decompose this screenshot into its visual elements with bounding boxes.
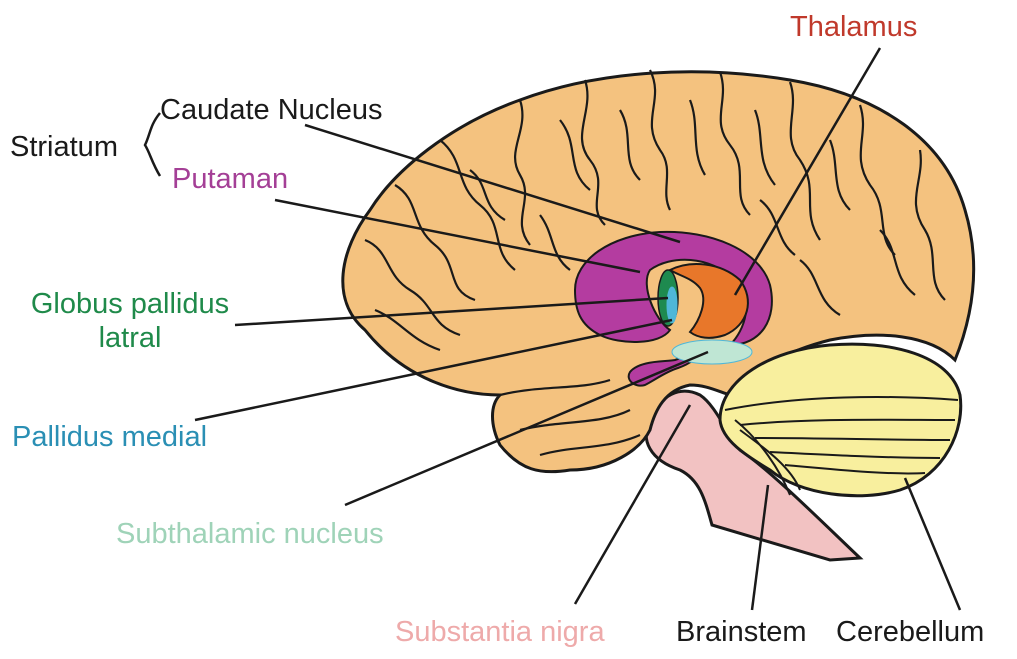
- label-cerebellum: Cerebellum: [836, 615, 984, 649]
- label-putaman: Putaman: [172, 162, 288, 196]
- label-globus-pallidus-line1: Globus pallidus: [10, 287, 250, 321]
- label-globus-pallidus-line2: latral: [10, 321, 250, 355]
- label-pallidus-medial: Pallidus medial: [12, 420, 207, 454]
- label-subthalamic-nucleus: Subthalamic nucleus: [116, 517, 384, 551]
- pallidus-medial-shape: [667, 287, 677, 323]
- label-brainstem: Brainstem: [676, 615, 807, 649]
- label-striatum: Striatum: [10, 130, 118, 164]
- striatum-bracket: [145, 113, 160, 176]
- label-substantia-nigra: Substantia nigra: [395, 615, 605, 649]
- subthalamic-nucleus-shape: [672, 340, 752, 364]
- label-caudate-nucleus: Caudate Nucleus: [160, 93, 382, 127]
- label-globus-pallidus: Globus pallidus latral: [10, 287, 250, 355]
- leader-cerebellum: [905, 478, 960, 610]
- label-thalamus: Thalamus: [790, 10, 917, 44]
